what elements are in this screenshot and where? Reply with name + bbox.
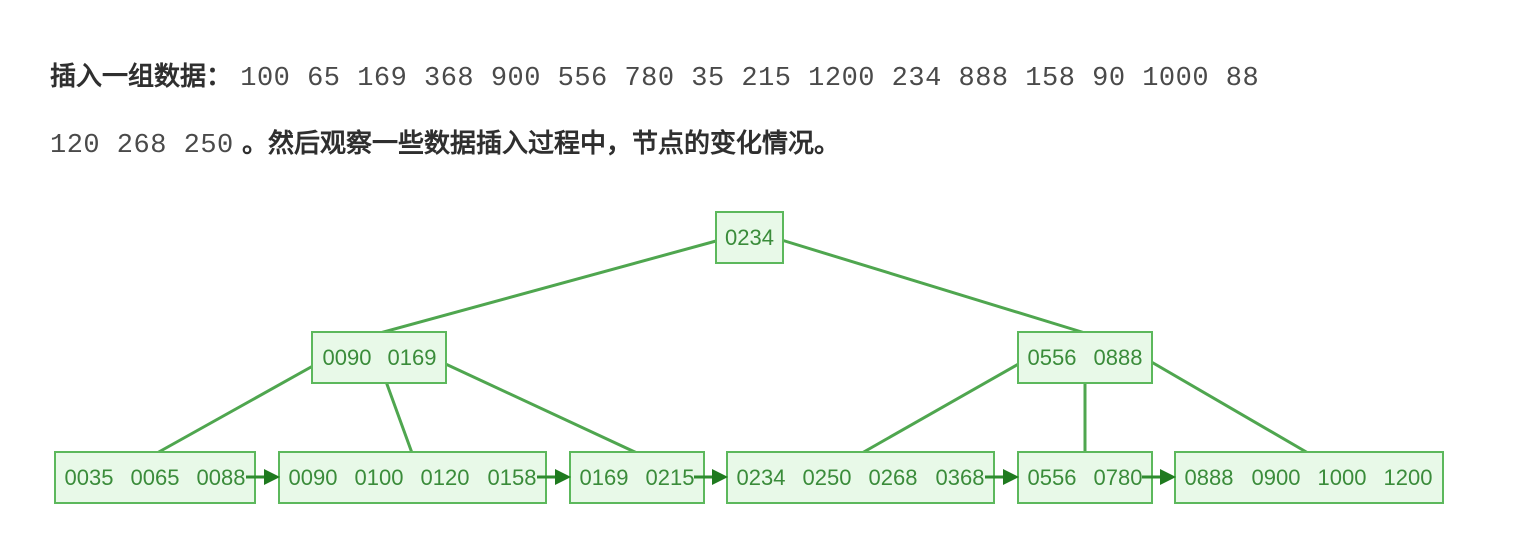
edge-right-leaf-4 xyxy=(861,360,1023,455)
intro-line-1: 插入一组数据： 100 65 169 368 900 556 780 35 21… xyxy=(50,44,1470,111)
intro-prefix: 插入一组数据： xyxy=(50,62,233,92)
leaf-4-key-1: 0234 xyxy=(737,465,786,490)
numbers-line-2: 120 268 250 xyxy=(50,131,234,161)
leaf-link-arrow-3 xyxy=(694,469,728,485)
leaf-1-key-1: 0035 xyxy=(65,465,114,490)
leaf-6-key-3: 1000 xyxy=(1318,465,1367,490)
leaf-4-key-3: 0268 xyxy=(869,465,918,490)
internal-left-key-1: 0090 xyxy=(323,345,372,370)
leaf-3-key-1: 0169 xyxy=(580,465,629,490)
root-key: 0234 xyxy=(725,225,774,250)
leaf-6-key-1: 0888 xyxy=(1185,465,1234,490)
leaf-4-key-2: 0250 xyxy=(803,465,852,490)
leaf-link-arrow-4 xyxy=(985,469,1019,485)
leaf-node-4: 0234 0250 0268 0368 xyxy=(726,451,995,504)
leaf-4-key-4: 0368 xyxy=(936,465,985,490)
leaf-link-arrow-5 xyxy=(1142,469,1176,485)
numbers-line-1: 100 65 169 368 900 556 780 35 215 1200 2… xyxy=(240,64,1260,94)
leaf-2-key-1: 0090 xyxy=(289,465,338,490)
leaf-node-6: 0888 0900 1000 1200 xyxy=(1174,451,1444,504)
leaf-link-arrow-2 xyxy=(537,469,571,485)
edge-root-right xyxy=(774,236,1086,335)
internal-node-right: 0556 0888 xyxy=(1017,331,1153,384)
root-node: 0234 xyxy=(715,211,784,264)
internal-right-key-2: 0888 xyxy=(1094,345,1143,370)
leaf-6-key-2: 0900 xyxy=(1252,465,1301,490)
internal-left-key-2: 0169 xyxy=(388,345,437,370)
leaf-1-key-2: 0065 xyxy=(131,465,180,490)
leaf-6-key-4: 1200 xyxy=(1384,465,1433,490)
leaf-node-1: 0035 0065 0088 xyxy=(54,451,256,504)
intro-suffix: 。然后观察一些数据插入过程中，节点的变化情况。 xyxy=(242,129,841,159)
leaf-link-arrow-1 xyxy=(246,469,280,485)
leaf-2-key-4: 0158 xyxy=(488,465,537,490)
leaf-1-key-3: 0088 xyxy=(197,465,246,490)
internal-right-key-1: 0556 xyxy=(1028,345,1077,370)
leaf-2-key-2: 0100 xyxy=(355,465,404,490)
intro-line-2: 120 268 250 。然后观察一些数据插入过程中，节点的变化情况。 xyxy=(50,111,1470,178)
leaf-node-2: 0090 0100 0120 0158 xyxy=(278,451,547,504)
edge-left-leaf-1 xyxy=(156,360,321,455)
edge-root-left xyxy=(379,236,728,335)
leaf-5-key-2: 0780 xyxy=(1094,465,1143,490)
edge-left-leaf-3 xyxy=(436,358,638,455)
edge-right-leaf-6 xyxy=(1147,358,1309,455)
leaf-node-5: 0556 0780 xyxy=(1017,451,1153,504)
intro-paragraph: 插入一组数据： 100 65 169 368 900 556 780 35 21… xyxy=(50,44,1470,178)
internal-node-left: 0090 0169 xyxy=(311,331,447,384)
leaf-5-key-1: 0556 xyxy=(1028,465,1077,490)
leaf-2-key-3: 0120 xyxy=(421,465,470,490)
leaf-3-key-2: 0215 xyxy=(646,465,695,490)
leaf-node-3: 0169 0215 xyxy=(569,451,705,504)
